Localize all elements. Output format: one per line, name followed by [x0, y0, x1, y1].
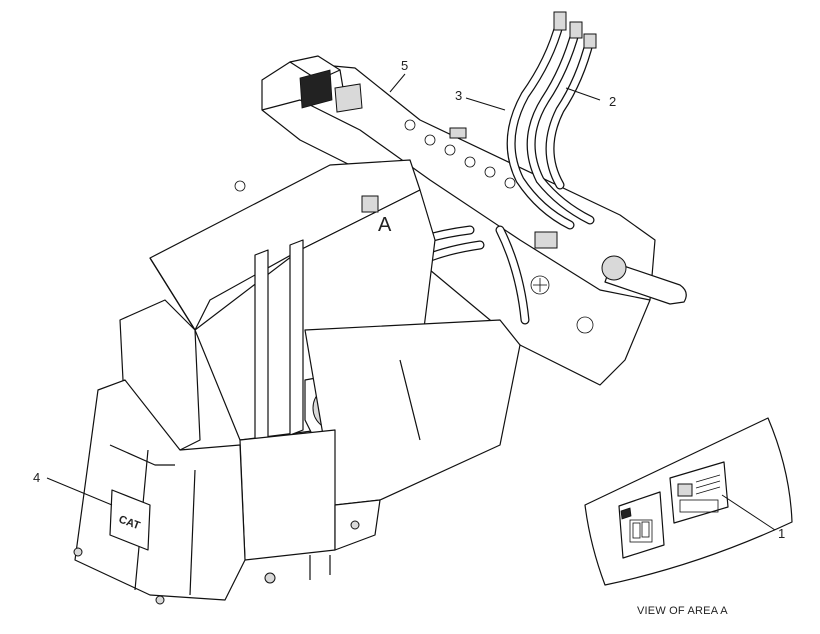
detail-caption: VIEW OF AREA A — [637, 605, 728, 617]
leader-1 — [721, 494, 776, 531]
detail-view-area-a — [584, 417, 793, 586]
side-panel: CAT — [73, 299, 246, 605]
leader-4 — [46, 477, 113, 506]
machine-assembly: CAT — [73, 11, 687, 605]
callout-leaders — [46, 73, 776, 531]
serial-number-plate — [669, 461, 729, 524]
lower-frame — [239, 319, 521, 584]
leader-2 — [565, 87, 601, 101]
callout-2: 2 — [609, 94, 616, 109]
callout-4: 4 — [33, 470, 40, 485]
area-a-marker: A — [378, 214, 392, 236]
leader-5 — [389, 73, 406, 93]
cat-badge: CAT — [109, 489, 151, 551]
control-beam — [261, 55, 687, 386]
callout-3: 3 — [455, 88, 462, 103]
callout-5: 5 — [401, 58, 408, 73]
callout-1: 1 — [778, 526, 785, 541]
leader-3 — [465, 97, 506, 111]
warning-plate — [618, 491, 665, 559]
